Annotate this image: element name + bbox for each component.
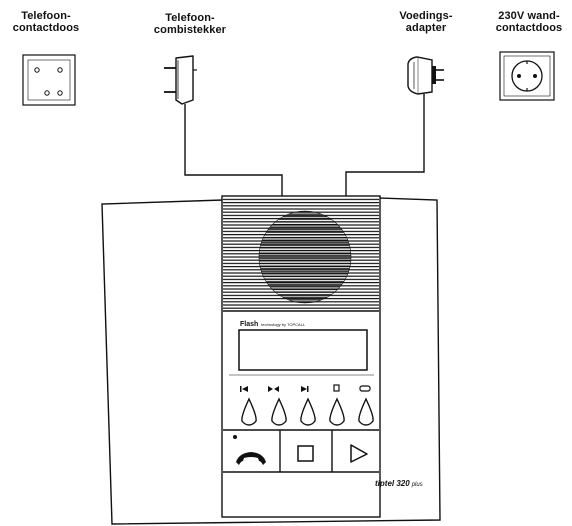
key-symbols	[240, 384, 371, 392]
stop-icon	[297, 445, 314, 462]
label-voedingsadapter-line1: Voedings-	[399, 10, 453, 22]
display-window	[238, 329, 368, 371]
brand-subtitle: technology by TOPCALL	[261, 322, 306, 327]
phone-cable	[184, 104, 283, 196]
key-skip-back[interactable]	[271, 397, 287, 426]
handset-button[interactable]	[224, 431, 279, 471]
label-telefoon-combistekker: Telefoon- combistekker	[145, 12, 235, 36]
status-led	[233, 435, 237, 439]
base-outline	[101, 197, 441, 525]
model-name: tiptel 320	[375, 479, 410, 488]
label-wandcontactdoos-line1: 230V wand-	[498, 10, 560, 22]
key-memo[interactable]	[329, 397, 345, 426]
power-adapter-icon	[407, 56, 444, 95]
memo-icon	[333, 384, 340, 392]
stop-button[interactable]	[281, 431, 331, 471]
rewind-icon	[240, 386, 248, 392]
label-telefoon-contactdoos: Telefoon- contactdoos	[10, 10, 82, 34]
menu-icon	[359, 385, 371, 392]
brand-name: Flash	[240, 321, 259, 328]
key-skip-forward[interactable]	[300, 397, 316, 426]
model-suffix: plus	[411, 482, 423, 488]
phone-wall-socket-icon	[22, 54, 76, 106]
play-button[interactable]	[333, 431, 379, 471]
phone-combi-plug-icon	[164, 55, 197, 105]
key-menu[interactable]	[358, 397, 374, 426]
label-telefoon-combistekker-line2: combistekker	[153, 24, 227, 36]
label-wandcontactdoos-line2: contactdoos	[495, 22, 563, 34]
label-voedingsadapter: Voedings- adapter	[384, 10, 468, 34]
label-wandcontactdoos: 230V wand- contactdoos	[484, 10, 572, 34]
handset-icon	[236, 452, 266, 465]
label-telefoon-contactdoos-line1: Telefoon-	[21, 10, 71, 22]
play-icon	[350, 444, 368, 463]
power-cable	[345, 94, 425, 196]
power-wall-socket-icon	[499, 51, 555, 101]
key-rewind[interactable]	[241, 397, 257, 426]
speaker-icon	[258, 210, 352, 304]
skip-forward-icon	[301, 386, 309, 392]
top-keys[interactable]	[241, 397, 374, 426]
label-telefoon-combistekker-line1: Telefoon-	[165, 12, 215, 24]
skip-back-icon	[268, 386, 279, 392]
label-telefoon-contactdoos-line2: contactdoos	[12, 22, 80, 34]
label-voedingsadapter-line2: adapter	[405, 22, 447, 34]
